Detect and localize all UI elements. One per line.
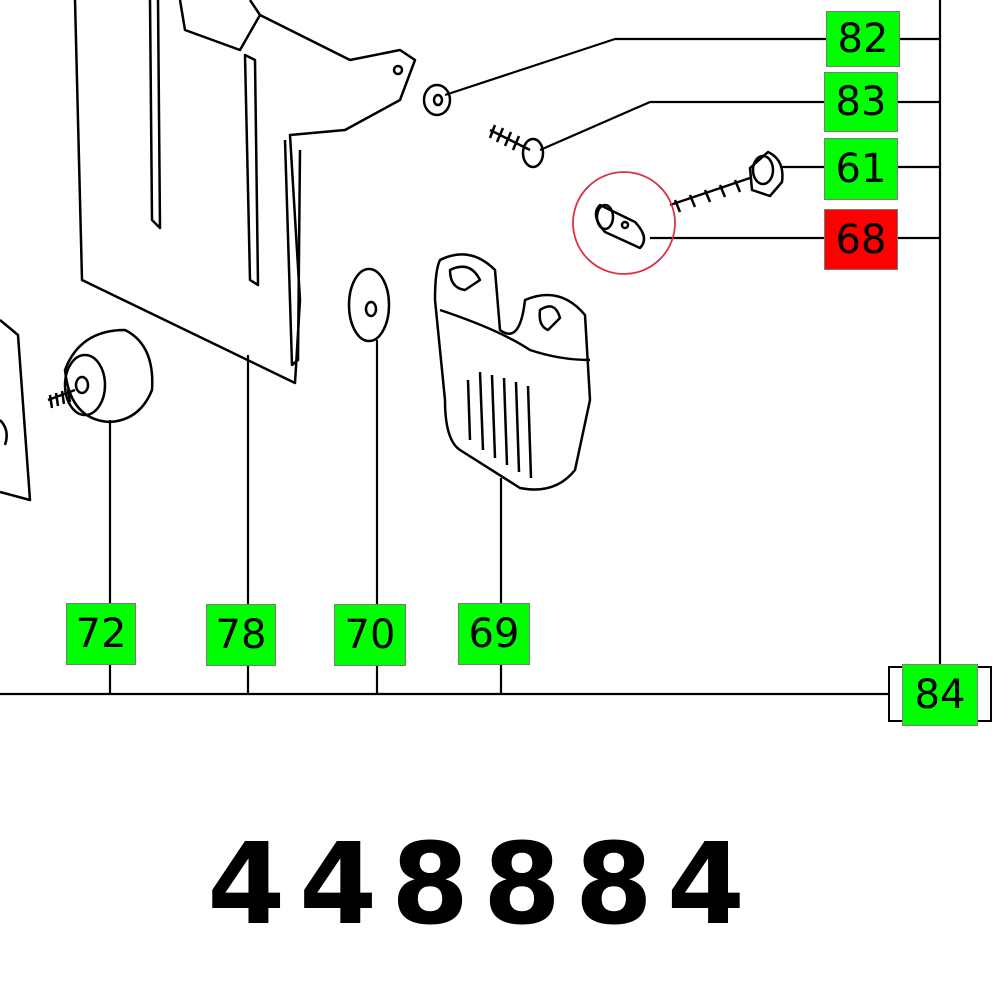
side-plate-fragment xyxy=(0,319,32,502)
washer-part-70 xyxy=(347,267,391,343)
part-number-title: 448884 xyxy=(207,820,759,950)
callout-label-70[interactable]: 70 xyxy=(334,604,406,666)
callout-label-72[interactable]: 72 xyxy=(66,603,136,665)
callout-label-84[interactable]: 84 xyxy=(902,664,978,726)
washer-part-82 xyxy=(422,83,452,117)
callout-label-61[interactable]: 61 xyxy=(824,138,898,200)
screw-part-83 xyxy=(488,124,545,169)
handle-part-69 xyxy=(433,253,592,491)
screw-part-61 xyxy=(669,150,784,213)
bracket-plate-part-78 xyxy=(73,0,417,385)
callout-label-68-highlighted[interactable]: 68 xyxy=(824,209,898,270)
pin-part-68 xyxy=(572,171,676,275)
callout-label-69[interactable]: 69 xyxy=(458,603,530,665)
callout-label-83[interactable]: 83 xyxy=(824,72,898,132)
leader-lines xyxy=(0,0,942,696)
knob-part-72 xyxy=(47,328,154,424)
callout-label-82[interactable]: 82 xyxy=(826,11,900,67)
callout-label-78[interactable]: 78 xyxy=(206,604,276,666)
